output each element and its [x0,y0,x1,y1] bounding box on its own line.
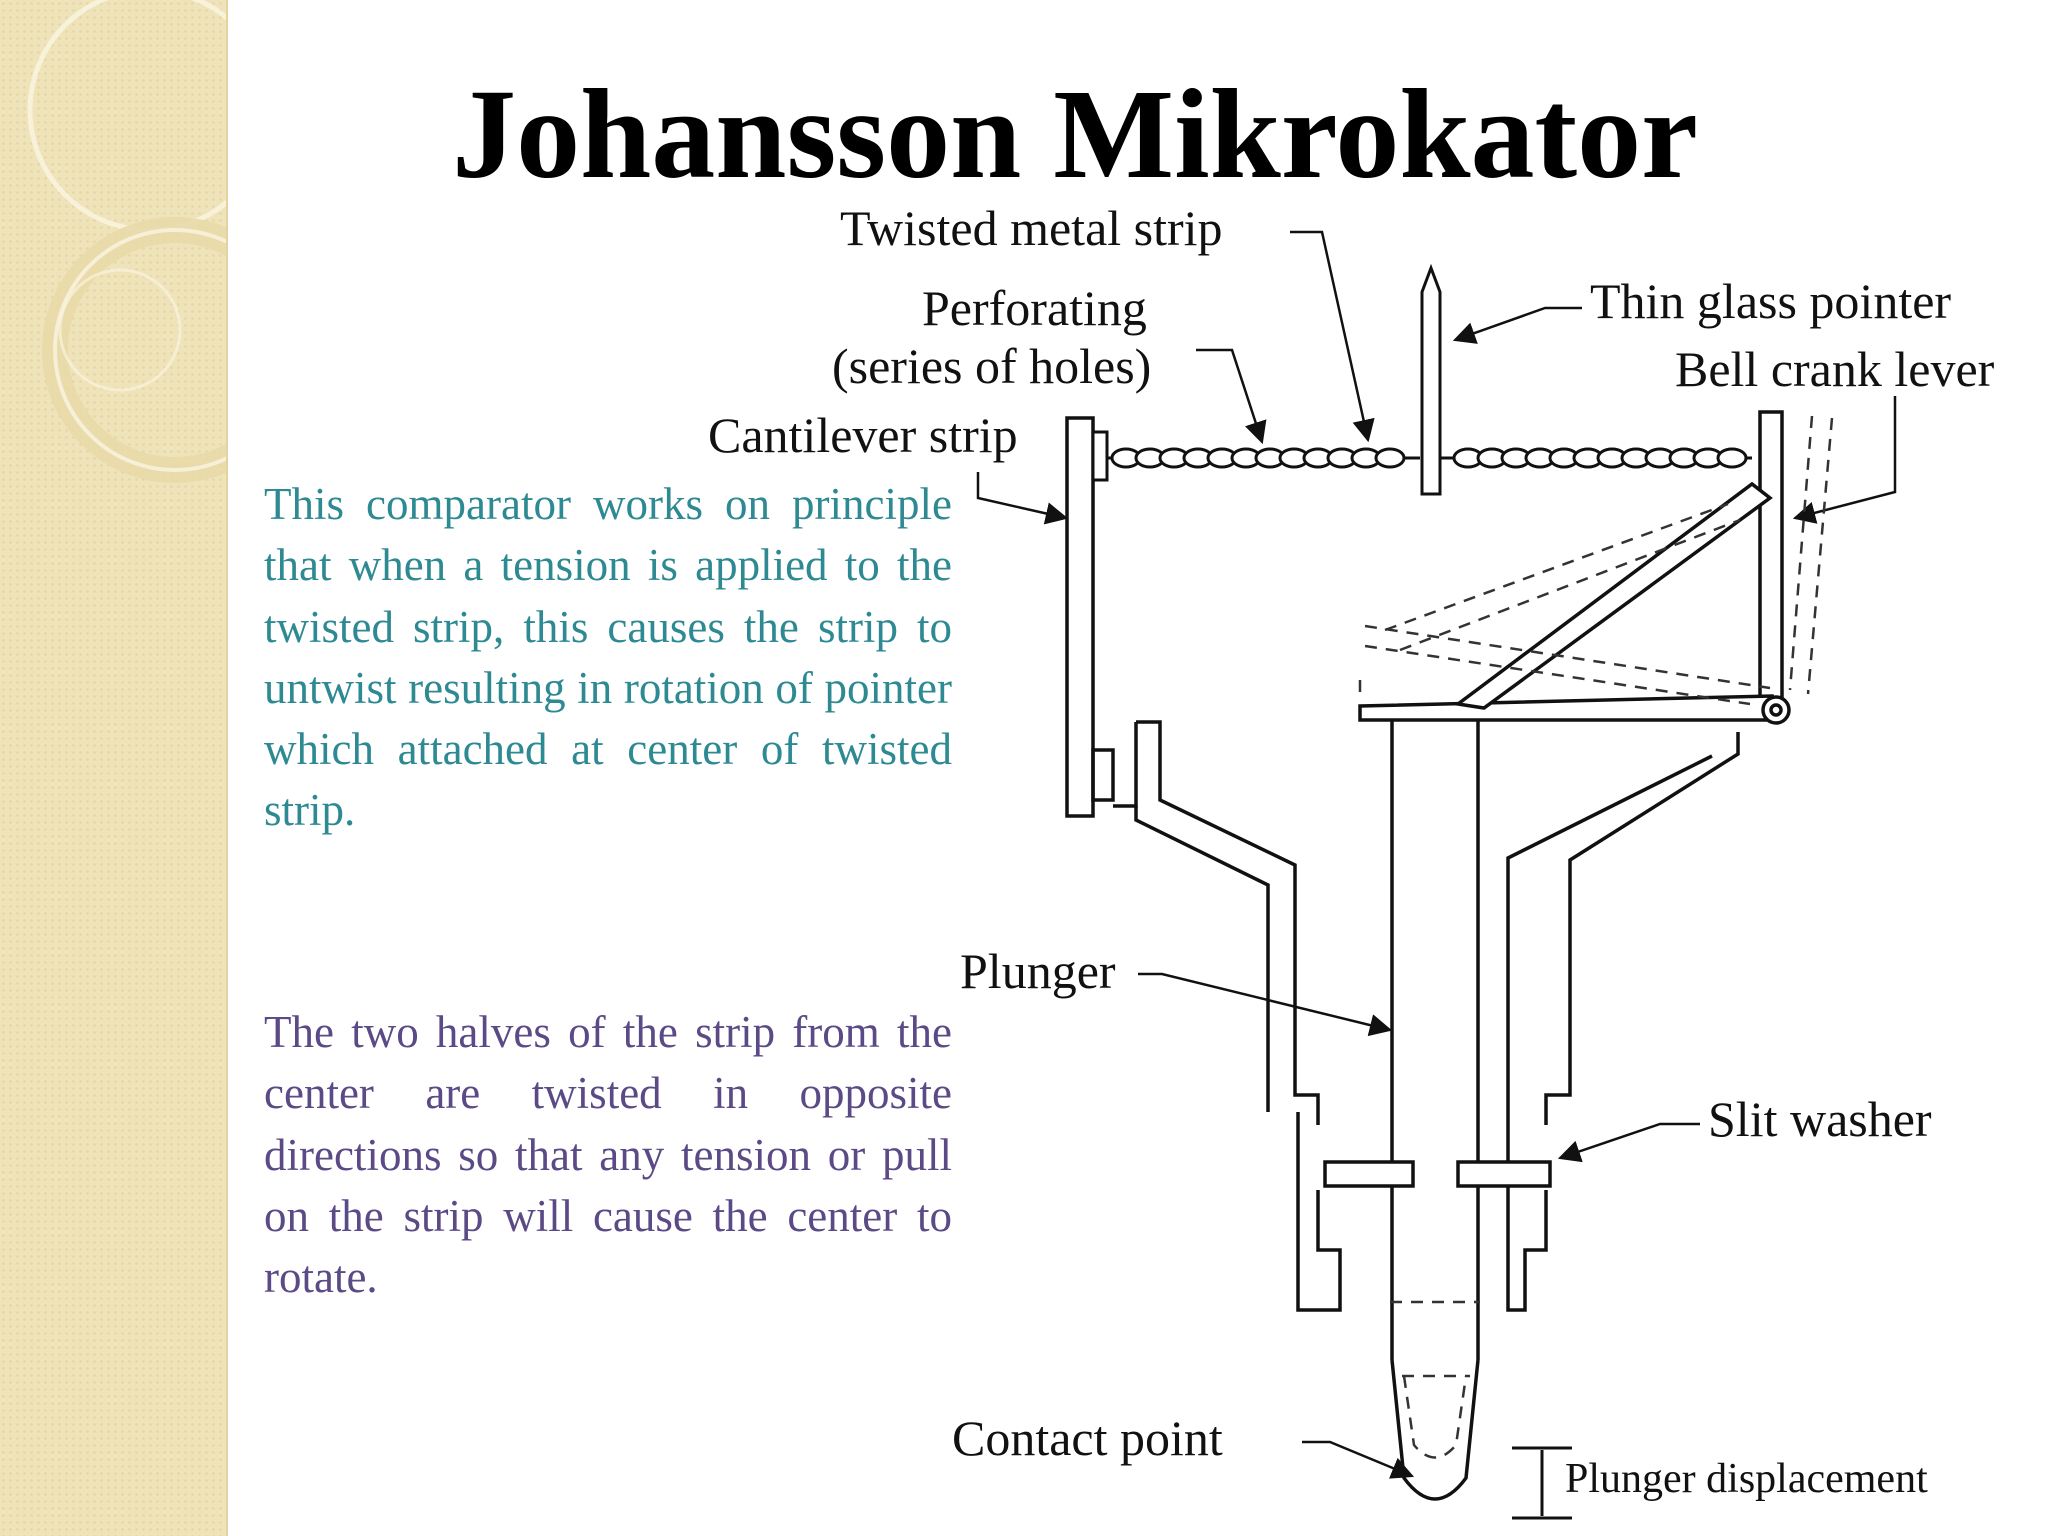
label-plunger-displacement: Plunger displacement [1565,1456,1928,1502]
plunger [1390,720,1480,1501]
cantilever-strip-clamp [1091,430,1109,482]
cantilever-strip [1065,416,1095,818]
decorative-sidebar [0,0,228,1536]
displacement-dimension [1512,1446,1572,1520]
label-series-of-holes: (series of holes) [832,338,1151,394]
twist-direction-paragraph: The two halves of the strip from the cen… [264,1007,952,1303]
thin-glass-pointer [1420,263,1442,496]
instrument-frame [1091,720,1740,1312]
label-perforating: Perforating [922,280,1147,336]
label-plunger: Plunger [960,943,1116,999]
slide-title: Johansson Mikrokator [452,63,1698,205]
leader-lines [976,230,1897,1479]
label-thin-glass-pointer: Thin glass pointer [1590,273,1951,329]
label-bell-crank-lever: Bell crank lever [1675,341,1995,397]
label-slit-washer: Slit washer [1708,1091,1932,1147]
slit-washer [1323,1160,1552,1188]
label-twisted-metal-strip: Twisted metal strip [840,200,1223,256]
sidebar-ring-decoration [27,0,226,483]
label-contact-point: Contact point [952,1410,1223,1466]
displaced-lever-dashed [1358,415,1834,706]
plunger-displaced-dashed [1390,1300,1480,1459]
principle-paragraph: This comparator works on principle that … [264,479,952,836]
label-cantilever-strip: Cantilever strip [708,407,1018,463]
twisted-metal-strip [1107,447,1752,469]
